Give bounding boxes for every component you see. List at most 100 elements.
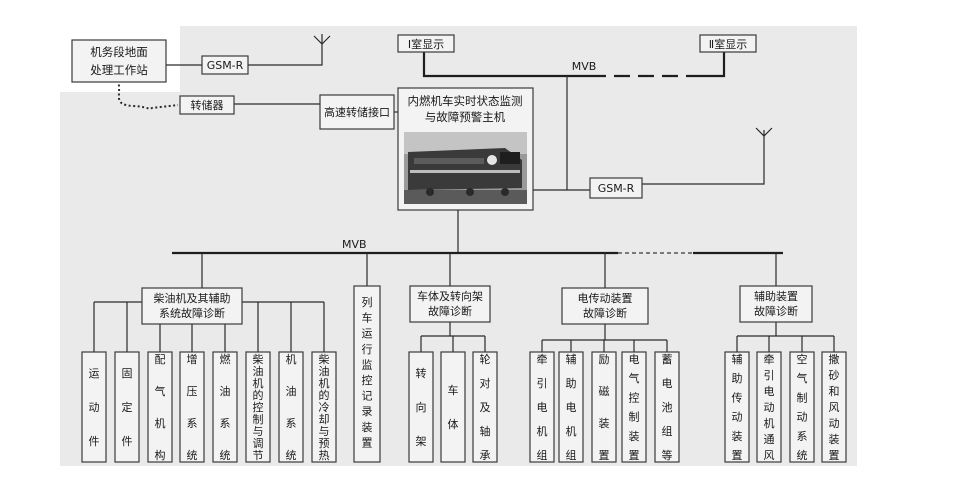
leaf-char: 动 [764,401,775,414]
leaf-char: 机 [286,352,297,366]
leaf-char: 向 [416,400,427,414]
leaf-char: 制 [253,413,264,426]
leaf-char: 辅 [732,352,743,366]
leaf-char: 电 [629,353,640,366]
leaf-box: 运动件 [81,351,107,463]
display2-box: Ⅱ室显示 [699,34,757,53]
leaf-char: 组 [662,424,673,438]
high-speed-interface-box: 高速转储接口 [319,94,395,130]
leaf-char: 机 [319,376,330,390]
leaf-char: 机 [253,376,264,390]
leaf-char: 与 [319,425,330,438]
leaf-char: 装 [829,433,840,446]
leaf-char: 及 [480,401,491,414]
leaf-char: 控 [253,400,264,414]
leaf-char: 磁 [599,385,610,398]
leaf-char: 统 [286,449,297,462]
leaf-char: 调 [253,437,264,450]
leaf-char: 增 [187,352,198,366]
leaf-char: 承 [480,449,491,462]
leaf-char: 电 [764,385,775,398]
leaf-char: 牵 [764,353,775,366]
leaf-char: 气 [797,371,808,385]
leaf-char: 与 [253,425,264,438]
leaf-char: 油 [319,364,330,378]
group-label-diesel: 系统故障诊断 [159,306,225,320]
leaf-char: 对 [480,376,491,390]
leaf-box: 车体 [440,351,466,463]
leaf-char: 轮 [480,352,491,366]
leaf-char: 热 [319,449,330,462]
leaf-box: 固定件 [114,351,140,463]
leaf-char: 配 [155,353,166,366]
leaf-char: 固 [122,367,133,380]
leaf-char: 统 [797,449,808,462]
leaf-char: 节 [253,449,264,462]
leaf-char: 机 [764,416,775,430]
leaf-box: 转向架 [408,351,434,463]
leaf-char: 轴 [480,424,491,438]
recorder-char: 控 [362,373,373,387]
leaf-char: 牵 [537,353,548,366]
recorder-char: 装 [362,421,373,434]
leaf-char: 架 [416,435,427,448]
bottom-connectors [172,210,783,288]
leaf-char: 统 [220,449,231,462]
group-label-electric: 故障诊断 [583,306,627,320]
leaf-char: 机 [566,424,577,438]
leaf-char: 制 [797,391,808,404]
leaf-char: 等 [662,448,673,462]
leaf-char: 油 [220,384,231,398]
leaf-char: 的 [253,388,264,402]
leaf-char: 冷 [319,401,330,414]
recorder-char: 车 [362,311,373,325]
transfer-box: 转储器 [179,95,235,115]
leaf-char: 助 [732,371,743,385]
leaf-char: 置 [829,449,840,462]
leaf-char: 风 [764,449,775,462]
host-line-2: 与故障预警主机 [425,110,506,124]
host-line-1: 内燃机车实时状态监测 [408,94,523,108]
leaf-char: 撒 [829,352,840,366]
leaf-char: 制 [629,411,640,424]
display2-label: Ⅱ室显示 [709,37,747,51]
leaf-char: 动 [829,417,840,430]
group-label-auxiliary: 故障诊断 [754,304,798,318]
display1-label: Ⅰ室显示 [408,37,444,51]
group-label-diesel: 柴油机及其辅助 [154,291,231,305]
leaf-char: 油 [286,384,297,398]
leaf-char: 系 [286,417,297,430]
leaf-char: 运 [89,367,100,380]
leaf-char: 装 [599,417,610,430]
workstation-line-2: 处理工作站 [90,63,148,77]
leaf-char: 系 [187,417,198,430]
leaf-char: 助 [566,376,577,390]
leaf-char: 系 [220,417,231,430]
mvb-top-label: MVB [572,60,597,73]
leaf-char: 压 [187,385,198,398]
leaf-char: 动 [797,411,808,424]
leaf-char: 置 [599,449,610,462]
leaf-char: 置 [629,449,640,462]
leaf-char: 和 [829,385,840,398]
display1-box: Ⅰ室显示 [397,34,455,53]
group-label-electric: 电传动装置 [578,292,633,305]
leaf-char: 风 [829,401,840,414]
recorder-char: 置 [362,436,373,449]
leaf-char: 电 [566,401,577,414]
leaf-char: 件 [89,435,100,448]
leaf-char: 组 [537,448,548,462]
recorder-char: 行 [362,343,373,356]
leaf-char: 车 [448,383,459,397]
mvb-bottom-label: MVB [342,238,367,251]
group-label-auxiliary: 辅助装置 [754,289,798,303]
